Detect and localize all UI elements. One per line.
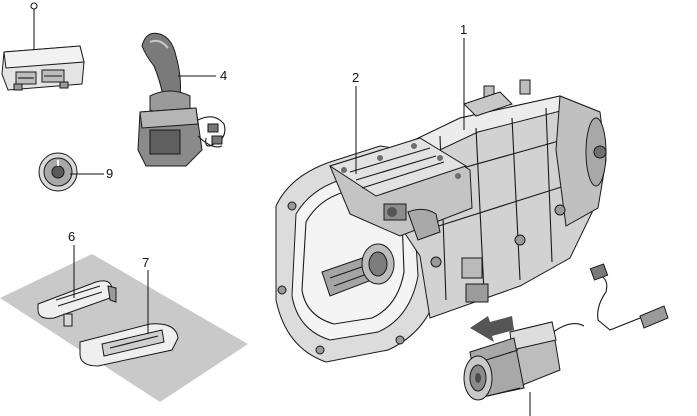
callout-6: 6 <box>68 229 75 244</box>
callout-7: 7 <box>142 255 149 270</box>
pedal-area <box>0 254 248 402</box>
rotary-switch <box>38 152 78 192</box>
callout-4: 4 <box>220 68 227 83</box>
clutch-actuator <box>463 263 669 416</box>
gear-selector-lever <box>137 32 226 167</box>
gear-shift-module <box>328 137 473 241</box>
callout-2: 2 <box>352 70 359 85</box>
control-unit <box>1 2 85 91</box>
callout-1: 1 <box>460 22 467 37</box>
mounting-arrow <box>470 316 514 342</box>
transmission-assembly <box>275 79 607 363</box>
leader-lines <box>70 38 465 334</box>
callout-9: 9 <box>106 166 113 181</box>
accelerator-pedal <box>79 323 179 367</box>
clutch-pedal <box>37 280 117 327</box>
